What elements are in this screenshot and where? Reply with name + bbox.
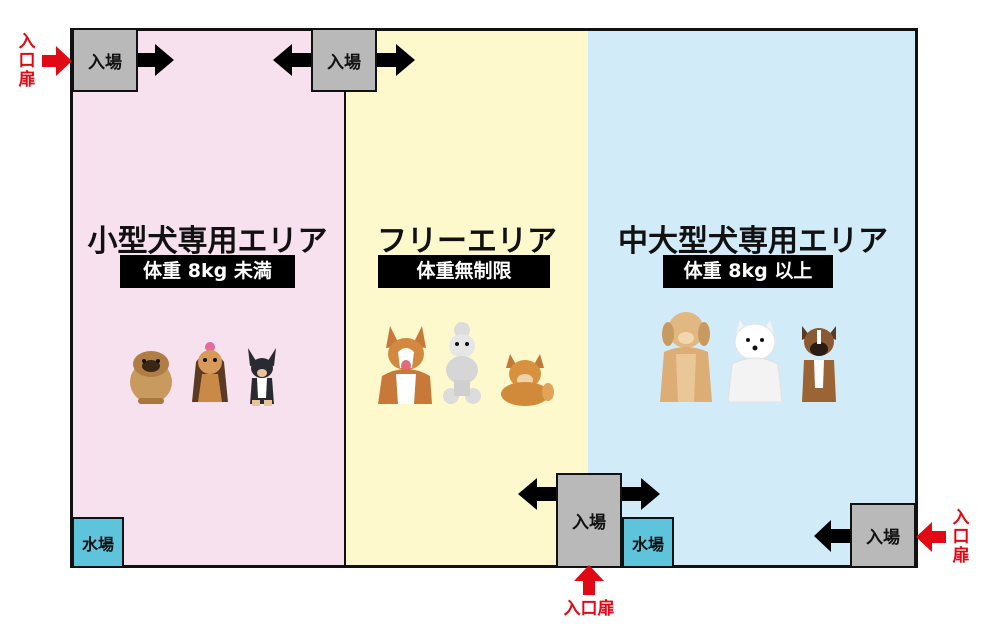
entrance-gate-bottom-middle[interactable]: 入場: [556, 473, 622, 568]
small-dog-area: [70, 28, 345, 568]
entrance-gate-top-middle[interactable]: 入場: [311, 28, 377, 92]
water-station-medium-area: 水場: [622, 517, 674, 568]
medium-area-weight-tag: 体重 8kg 以上: [663, 255, 833, 288]
arrow-right-icon: [377, 44, 415, 76]
arrow-left-icon: [273, 44, 311, 76]
golden-retriever-icon: [660, 312, 712, 402]
corgi-icon: [378, 326, 432, 404]
small-area-title: 小型犬専用エリア: [87, 224, 328, 259]
entrance-door-label-left: 入 口 扉: [18, 32, 36, 90]
free-area-title: フリーエリア: [377, 224, 557, 259]
small-dog-illustrations: [130, 342, 276, 406]
door-arrow-up-icon: [574, 565, 604, 595]
free-area: [344, 28, 590, 568]
door-arrow-right-icon: [42, 46, 72, 76]
boxer-icon: [802, 326, 836, 402]
entrance-door-label-right: 入 口 扉: [952, 508, 970, 566]
poodle-icon: [443, 322, 481, 404]
entrance-gate-bottom-right[interactable]: 入場: [850, 503, 916, 568]
arrow-left-icon: [518, 478, 556, 510]
medium-large-dog-illustrations: [660, 312, 836, 403]
yorkshire-terrier-icon: [192, 342, 228, 402]
arrow-right-icon: [622, 478, 660, 510]
chihuahua-icon: [248, 348, 276, 406]
arrow-left-icon: [814, 520, 850, 552]
free-area-dog-illustrations: [378, 322, 554, 406]
pekingese-icon: [130, 351, 172, 404]
entrance-door-label-bottom: 入口扉: [563, 599, 615, 619]
water-station-small-area: 水場: [72, 517, 124, 568]
samoyed-icon: [727, 320, 783, 403]
door-arrow-left-icon: [916, 522, 946, 552]
pomeranian-icon: [501, 354, 554, 406]
medium-area-title: 中大型犬専用エリア: [618, 224, 888, 259]
small-area-weight-tag: 体重 8kg 未満: [120, 255, 295, 288]
medium-large-dog-area: [588, 28, 918, 568]
arrow-right-icon: [138, 44, 174, 76]
free-area-weight-tag: 体重無制限: [378, 255, 550, 288]
entrance-gate-top-left[interactable]: 入場: [72, 28, 138, 92]
